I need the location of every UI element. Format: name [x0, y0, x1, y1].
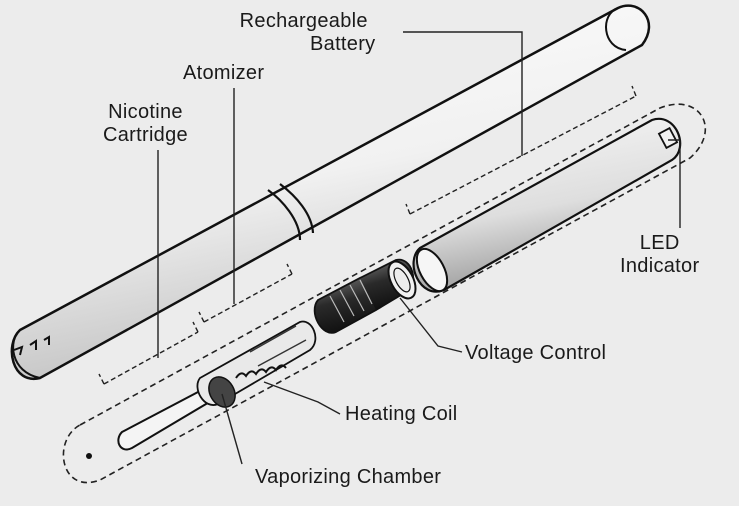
- label-atomizer: Atomizer: [183, 62, 265, 84]
- cartridge-bracket: [98, 321, 199, 385]
- atomizer-inner: [249, 325, 307, 367]
- tip-opening: [12, 329, 41, 379]
- heating-coil: [235, 364, 287, 379]
- label-led-line1: LED: [639, 232, 680, 254]
- battery-bracket: [405, 85, 637, 215]
- joint-ring-2: [279, 183, 315, 234]
- label-heating-coil: Heating Coil: [345, 403, 458, 425]
- label-battery-line2: Battery: [310, 33, 376, 55]
- label-led-line2: Indicator: [620, 255, 700, 277]
- battery-cylinder: [412, 117, 682, 293]
- label-led-indicator: LED Indicator: [620, 232, 699, 278]
- label-nicotine-cartridge: Nicotine Cartridge: [103, 101, 188, 147]
- atomizer-bracket: [198, 263, 293, 323]
- exploded-view: [62, 103, 707, 484]
- leader-coil: [263, 381, 341, 415]
- leader-led: [668, 139, 681, 228]
- battery-end-face: [415, 247, 449, 293]
- label-cartridge-line2: Cartridge: [103, 124, 188, 146]
- label-cartridge-line1: Nicotine: [108, 101, 183, 123]
- leader-battery: [403, 31, 523, 156]
- connector-threads: [329, 279, 373, 323]
- led-indicator: [657, 126, 679, 150]
- spacer-ring-inner: [393, 267, 411, 293]
- label-vaporizing-chamber: Vaporizing Chamber: [255, 466, 442, 488]
- label-voltage-control: Voltage Control: [465, 342, 607, 364]
- leader-chamber: [221, 393, 243, 465]
- leader-voltage: [399, 297, 463, 353]
- exploded-housing-outline: [62, 103, 707, 484]
- label-battery-line1: Rechargeable: [239, 10, 368, 32]
- vaporizing-chamber-opening: [208, 376, 236, 408]
- leader-lines: [157, 31, 681, 465]
- joint-ring-1: [267, 189, 302, 241]
- assembled-body: [10, 4, 651, 381]
- assembled-ecig: [10, 4, 651, 381]
- label-rechargeable-battery: Rechargeable Battery: [232, 10, 376, 56]
- dimension-brackets: [98, 85, 637, 385]
- tip-dot: [86, 453, 92, 459]
- tip-notches: [13, 335, 50, 356]
- battery-end-cap: [605, 7, 627, 51]
